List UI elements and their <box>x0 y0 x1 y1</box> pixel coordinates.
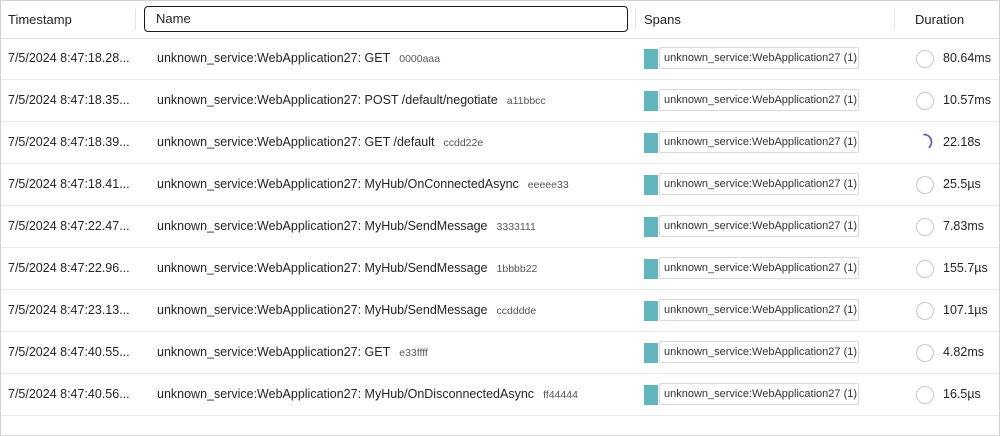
cell-timestamp: 7/5/2024 8:47:22.96... <box>8 261 130 275</box>
cell-timestamp: 7/5/2024 8:47:23.13... <box>8 303 130 317</box>
cell-name[interactable]: unknown_service:WebApplication27: GET /d… <box>157 122 627 163</box>
cell-timestamp: 7/5/2024 8:47:18.41... <box>8 177 130 191</box>
table-row[interactable]: 7/5/2024 8:47:18.28... unknown_service:We… <box>1 38 999 80</box>
trace-id: eeeee33 <box>527 179 569 191</box>
column-header-timestamp[interactable]: Timestamp <box>8 12 72 27</box>
cell-timestamp: 7/5/2024 8:47:18.28... <box>8 51 130 65</box>
trace-name: unknown_service:WebApplication27: GET /d… <box>157 135 435 149</box>
duration-ring-icon <box>916 386 934 404</box>
span-badge[interactable]: unknown_service:WebApplication27 (1) <box>659 341 859 363</box>
grid-header: Timestamp Name Spans Duration <box>1 1 999 39</box>
loading-spinner-icon <box>923 133 933 149</box>
span-color-bar <box>644 259 658 279</box>
duration-ring-icon <box>916 50 934 68</box>
trace-id: ff44444 <box>543 389 578 401</box>
span-color-bar <box>644 217 658 237</box>
cell-name[interactable]: unknown_service:WebApplication27: MyHub/… <box>157 248 627 289</box>
span-badge[interactable]: unknown_service:WebApplication27 (1) <box>659 47 859 69</box>
cell-name[interactable]: unknown_service:WebApplication27: MyHub/… <box>157 164 627 205</box>
trace-name: unknown_service:WebApplication27: GET <box>157 345 391 359</box>
column-header-spans[interactable]: Spans <box>644 12 681 27</box>
cell-duration: 107.1µs <box>943 303 988 317</box>
cell-name[interactable]: unknown_service:WebApplication27: POST /… <box>157 80 627 121</box>
table-row[interactable]: 7/5/2024 8:47:18.39... unknown_service:We… <box>1 122 999 164</box>
cell-duration: 7.83ms <box>943 219 984 233</box>
table-row[interactable]: 7/5/2024 8:47:22.47... unknown_service:We… <box>1 206 999 248</box>
span-color-bar <box>644 301 658 321</box>
table-row[interactable]: 7/5/2024 8:47:40.56... unknown_service:We… <box>1 374 999 416</box>
duration-ring-icon <box>916 218 934 236</box>
span-badge[interactable]: unknown_service:WebApplication27 (1) <box>659 299 859 321</box>
column-header-duration[interactable]: Duration <box>915 12 965 27</box>
cell-timestamp: 7/5/2024 8:47:40.56... <box>8 387 130 401</box>
table-row[interactable]: 7/5/2024 8:47:18.35... unknown_service:We… <box>1 80 999 122</box>
span-badge[interactable]: unknown_service:WebApplication27 (1) <box>659 131 859 153</box>
span-color-bar <box>644 91 658 111</box>
cell-duration: 16.5µs <box>943 387 981 401</box>
trace-id: 1bbbb22 <box>496 263 538 275</box>
span-color-bar <box>644 175 658 195</box>
cell-timestamp: 7/5/2024 8:47:22.47... <box>8 219 130 233</box>
cell-name[interactable]: unknown_service:WebApplication27: MyHub/… <box>157 290 627 331</box>
duration-ring-icon <box>916 133 934 152</box>
span-badge[interactable]: unknown_service:WebApplication27 (1) <box>659 257 859 279</box>
trace-name: unknown_service:WebApplication27: MyHub/… <box>157 303 488 317</box>
cell-duration: 25.5µs <box>943 177 981 191</box>
cell-duration: 155.7µs <box>943 261 988 275</box>
duration-ring-icon <box>916 176 934 194</box>
span-color-bar <box>644 385 658 405</box>
column-header-name[interactable]: Name <box>144 6 628 32</box>
column-resize-handle[interactable] <box>894 9 895 30</box>
trace-name: unknown_service:WebApplication27: MyHub/… <box>157 261 488 275</box>
span-badge[interactable]: unknown_service:WebApplication27 (1) <box>659 215 859 237</box>
cell-name[interactable]: unknown_service:WebApplication27: GET 000… <box>157 38 627 79</box>
cell-timestamp: 7/5/2024 8:47:18.35... <box>8 93 130 107</box>
duration-ring-icon <box>916 92 934 110</box>
cell-duration: 4.82ms <box>943 345 984 359</box>
table-row[interactable]: 7/5/2024 8:47:22.96... unknown_service:We… <box>1 248 999 290</box>
cell-name[interactable]: unknown_service:WebApplication27: MyHub/… <box>157 206 627 247</box>
span-color-bar <box>644 133 658 153</box>
duration-ring-icon <box>916 344 934 362</box>
duration-ring-icon <box>916 260 934 278</box>
cell-timestamp: 7/5/2024 8:47:18.39... <box>8 135 130 149</box>
span-badge[interactable]: unknown_service:WebApplication27 (1) <box>659 383 859 405</box>
trace-name: unknown_service:WebApplication27: MyHub/… <box>157 387 535 401</box>
span-badge[interactable]: unknown_service:WebApplication27 (1) <box>659 89 859 111</box>
trace-id: a11bbcc <box>506 95 546 107</box>
trace-name: unknown_service:WebApplication27: POST /… <box>157 93 498 107</box>
trace-id: ccdddde <box>496 305 537 317</box>
trace-id: 3333111 <box>496 221 536 233</box>
span-badge[interactable]: unknown_service:WebApplication27 (1) <box>659 173 859 195</box>
grid-body: 7/5/2024 8:46:58.31...unknown_service:We… <box>1 1 999 416</box>
table-row[interactable]: 7/5/2024 8:47:40.55... unknown_service:We… <box>1 332 999 374</box>
trace-id: ccdd22e <box>443 137 484 149</box>
duration-ring-icon <box>916 302 934 320</box>
column-header-name-label: Name <box>156 11 191 26</box>
column-resize-handle[interactable] <box>135 9 136 30</box>
cell-duration: 80.64ms <box>943 51 991 65</box>
cell-duration: 10.57ms <box>943 93 991 107</box>
cell-name[interactable]: unknown_service:WebApplication27: MyHub/… <box>157 374 627 415</box>
trace-id: 0000aaa <box>399 53 441 65</box>
trace-id: e33ffff <box>399 347 428 359</box>
span-color-bar <box>644 49 658 69</box>
cell-name[interactable]: unknown_service:WebApplication27: GET e33… <box>157 332 627 373</box>
table-row[interactable]: 7/5/2024 8:47:23.13... unknown_service:We… <box>1 290 999 332</box>
table-row[interactable]: 7/5/2024 8:47:18.41... unknown_service:We… <box>1 164 999 206</box>
trace-name: unknown_service:WebApplication27: MyHub/… <box>157 219 488 233</box>
trace-name: unknown_service:WebApplication27: MyHub/… <box>157 177 519 191</box>
span-color-bar <box>644 343 658 363</box>
trace-name: unknown_service:WebApplication27: GET <box>157 51 391 65</box>
column-resize-handle[interactable] <box>635 9 636 30</box>
cell-duration: 22.18s <box>943 135 981 149</box>
cell-timestamp: 7/5/2024 8:47:40.55... <box>8 345 130 359</box>
